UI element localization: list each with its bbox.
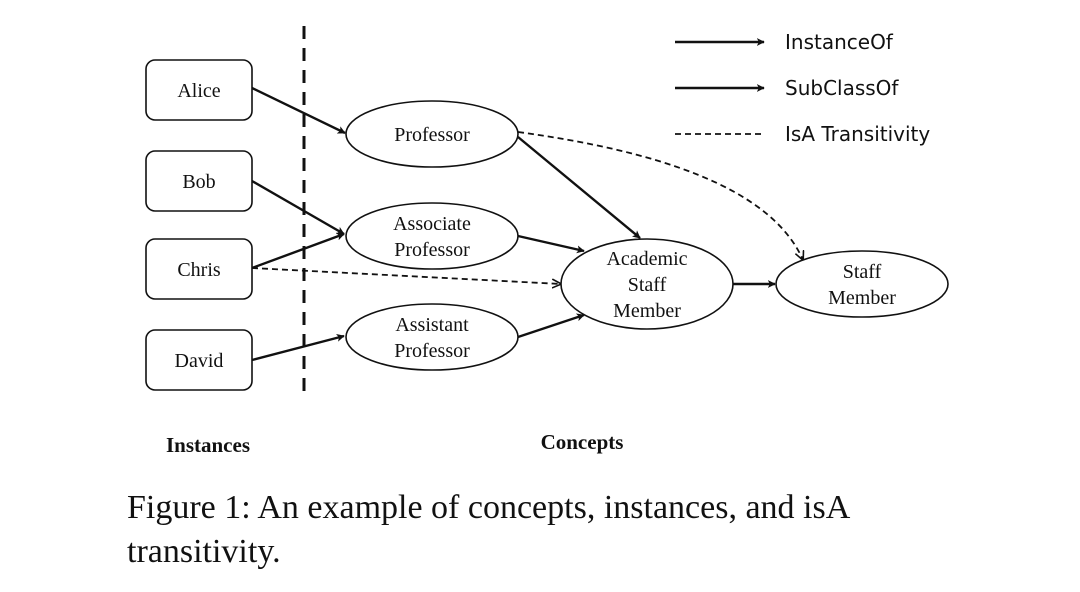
concept-label: Professor xyxy=(394,239,470,261)
instance-label: David xyxy=(175,350,224,372)
concept-label: Staff xyxy=(628,274,667,296)
instance-label: Bob xyxy=(182,171,215,193)
legend-label: SubClassOf xyxy=(785,76,899,100)
concept-label: Assistant xyxy=(395,314,469,336)
edge-alice-professor xyxy=(251,86,346,135)
edge-david-assistant xyxy=(251,333,345,362)
concept-ellipse xyxy=(775,250,949,318)
concept-label: Member xyxy=(828,287,896,309)
concept-node-professor: Professor xyxy=(345,100,519,168)
legend-item-subClassOf: SubClassOf xyxy=(675,76,899,100)
figure-caption: Figure 1: An example of concepts, instan… xyxy=(127,489,849,570)
edge-chris-associate xyxy=(251,232,345,270)
edge-bob-associate xyxy=(251,179,345,236)
concept-label: Associate xyxy=(393,213,471,235)
concept-label: Staff xyxy=(843,261,882,283)
edge-professor-staff xyxy=(517,131,803,260)
instance-box xyxy=(145,238,253,300)
edge-professor-academic xyxy=(517,136,641,239)
instance-node-david: David xyxy=(145,329,253,391)
instance-box xyxy=(145,59,253,121)
instance-box xyxy=(145,150,253,212)
instance-node-alice: Alice xyxy=(145,59,253,121)
concept-ellipse xyxy=(345,202,519,270)
instance-label: Alice xyxy=(177,80,220,102)
concept-label: Member xyxy=(613,300,681,322)
instance-label: Chris xyxy=(177,259,221,281)
edges-layer xyxy=(251,86,803,362)
legend-item-isATransitivity: IsA Transitivity xyxy=(675,122,930,146)
edge-assistant-academic xyxy=(517,313,585,339)
edge-chris-academic xyxy=(251,267,561,284)
legend-label: IsA Transitivity xyxy=(785,122,930,146)
instances-section-label: Instances xyxy=(166,433,250,457)
edge-associate-academic xyxy=(517,234,585,254)
concept-label: Professor xyxy=(394,340,470,362)
legend-item-instanceOf: InstanceOf xyxy=(675,30,894,54)
nodes-layer: AliceBobChrisDavidProfessorAssociateProf… xyxy=(145,59,949,391)
concepts-section-label: Concepts xyxy=(541,430,624,454)
instance-node-chris: Chris xyxy=(145,238,253,300)
concept-ellipse xyxy=(560,238,734,330)
concept-label: Professor xyxy=(394,124,470,146)
instance-node-bob: Bob xyxy=(145,150,253,212)
legend-label: InstanceOf xyxy=(785,30,894,54)
concept-ellipse xyxy=(345,100,519,168)
instance-box xyxy=(145,329,253,391)
concept-ellipse xyxy=(345,303,519,371)
concept-label: Academic xyxy=(606,248,687,270)
